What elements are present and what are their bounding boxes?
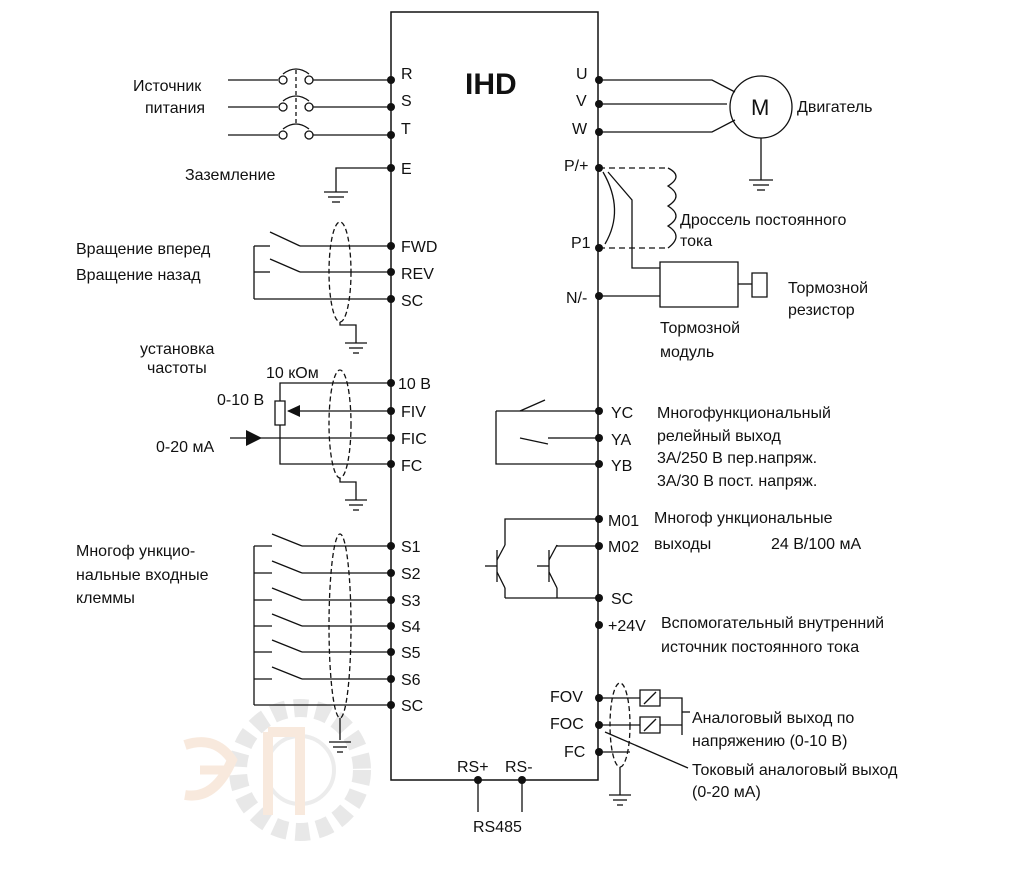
- terminal-s5: S5: [401, 645, 421, 662]
- terminal-s6: S6: [401, 672, 421, 689]
- terminal-yb: YB: [611, 458, 632, 475]
- terminal-rev: REV: [401, 266, 434, 283]
- terminal-u: U: [576, 66, 588, 83]
- terminal-s2: S2: [401, 566, 421, 583]
- relay-desc-4: 3А/30 В пост. напряж.: [657, 473, 817, 490]
- terminal-t: T: [401, 121, 411, 138]
- multi-input-dots: [387, 542, 395, 709]
- brake-module-label-2: модуль: [660, 344, 714, 361]
- watermark-logo: [185, 708, 362, 832]
- terminal-24v: +24V: [608, 618, 646, 635]
- inverter-body: [391, 12, 598, 780]
- terminal-10v: 10 В: [398, 376, 431, 393]
- analog-terminal-dots: [387, 379, 395, 468]
- analog-input-group: [230, 370, 390, 510]
- terminal-s3: S3: [401, 593, 421, 610]
- terminal-fwd: FWD: [401, 239, 437, 256]
- terminal-rs-plus: RS+: [457, 759, 489, 776]
- analog-v-out-label-2: напряжению (0-10 В): [692, 733, 847, 750]
- aux-supply-label-1: Вспомогательный внутренний: [661, 615, 884, 632]
- terminal-s4: S4: [401, 619, 421, 636]
- outputs-desc-2: выходы: [654, 536, 711, 553]
- brake-resistor-label-1: Тормозной: [788, 280, 868, 297]
- relay-desc-3: 3А/250 В пер.напряж.: [657, 450, 817, 467]
- rs485-dots: [474, 776, 526, 784]
- terminal-w: W: [572, 121, 588, 138]
- motor-terminal-dots: [595, 76, 603, 136]
- transistor-terminal-dots: [595, 515, 603, 629]
- relay-terminal-dots: [595, 407, 603, 468]
- power-source-label-2: питания: [145, 100, 205, 117]
- terminal-fc-1: FC: [401, 458, 422, 475]
- analog-output-wiring: [599, 683, 690, 805]
- terminal-e-dot: [387, 164, 395, 172]
- ground-label: Заземление: [185, 167, 275, 184]
- multi-inputs-label-2: нальные входные: [76, 567, 209, 584]
- analog-i-out-label-1: Токовый аналоговый выход: [692, 762, 898, 779]
- power-source-label-1: Источник: [133, 78, 202, 95]
- terminal-s: S: [401, 93, 412, 110]
- direction-switch-group: [254, 222, 390, 353]
- terminal-sc-1: SC: [401, 293, 423, 310]
- terminal-fic: FIC: [401, 431, 427, 448]
- power-input-group: [228, 69, 390, 139]
- choke-label-2: тока: [680, 233, 712, 250]
- terminal-sc-3: SC: [611, 591, 633, 608]
- terminal-m02: M02: [608, 539, 639, 556]
- terminal-sc-2: SC: [401, 698, 423, 715]
- relay-desc-2: релейный выход: [657, 428, 782, 445]
- terminal-rs-minus: RS-: [505, 759, 533, 776]
- analog-out-dots: [595, 694, 603, 756]
- relay-desc-1: Многофункциональный: [657, 405, 831, 422]
- ground-e-group: [324, 168, 390, 202]
- power-terminal-dots: [387, 76, 395, 139]
- multi-inputs-label-3: клеммы: [76, 590, 135, 607]
- relay-wiring: [496, 400, 599, 464]
- terminal-m01: M01: [608, 513, 639, 530]
- pot-wiper-arrow: [287, 405, 300, 417]
- multi-input-switches: [254, 534, 390, 752]
- terminal-ya: YA: [611, 432, 631, 449]
- outputs-rating: 24 В/100 мА: [771, 536, 862, 553]
- terminal-yc: YC: [611, 405, 633, 422]
- rs485-wiring: [478, 780, 522, 812]
- terminal-e: E: [401, 161, 412, 178]
- current-input-label: 0-20 мА: [156, 439, 214, 456]
- terminal-p-plus: P/+: [564, 158, 588, 175]
- current-input-arrow: [246, 430, 262, 446]
- forward-label: Вращение вперед: [76, 241, 211, 258]
- dc-bus-wiring: [599, 168, 767, 307]
- choke-label-1: Дроссель постоянного: [680, 212, 846, 229]
- reverse-label: Вращение назад: [76, 267, 201, 284]
- analog-v-out-label-1: Аналоговый выход по: [692, 710, 854, 727]
- direction-terminal-dots: [387, 242, 395, 303]
- dc-terminal-dots: [595, 164, 603, 300]
- motor-symbol: M: [751, 95, 769, 120]
- motor-wiring: [599, 76, 792, 190]
- terminal-fiv: FIV: [401, 404, 426, 421]
- terminal-fov: FOV: [550, 689, 583, 706]
- analog-i-out-label-2: (0-20 мА): [692, 784, 761, 801]
- brake-resistor-label-2: резистор: [788, 302, 855, 319]
- volt-input-label: 0-10 В: [217, 392, 264, 409]
- terminal-fc-2: FC: [564, 744, 585, 761]
- terminal-foc: FOC: [550, 716, 584, 733]
- multi-inputs-label-1: Многоф ункцио-: [76, 543, 195, 560]
- terminal-p1: P1: [571, 235, 591, 252]
- freq-setting-label-2: частоты: [147, 360, 207, 377]
- brand-label: IHD: [465, 68, 517, 101]
- motor-label: Двигатель: [797, 99, 873, 116]
- brake-module-label-1: Тормозной: [660, 320, 740, 337]
- terminal-v: V: [576, 93, 587, 110]
- aux-supply-label-2: источник постоянного тока: [661, 639, 859, 656]
- transistor-outputs-wiring: [485, 519, 599, 598]
- freq-setting-label-1: установка: [140, 341, 214, 358]
- pot-value-label: 10 кОм: [266, 365, 319, 382]
- terminal-n-minus: N/-: [566, 290, 587, 307]
- terminal-s1: S1: [401, 539, 421, 556]
- outputs-desc: Многоф ункциональные: [654, 510, 833, 527]
- terminal-r: R: [401, 66, 413, 83]
- rs485-label: RS485: [473, 819, 522, 836]
